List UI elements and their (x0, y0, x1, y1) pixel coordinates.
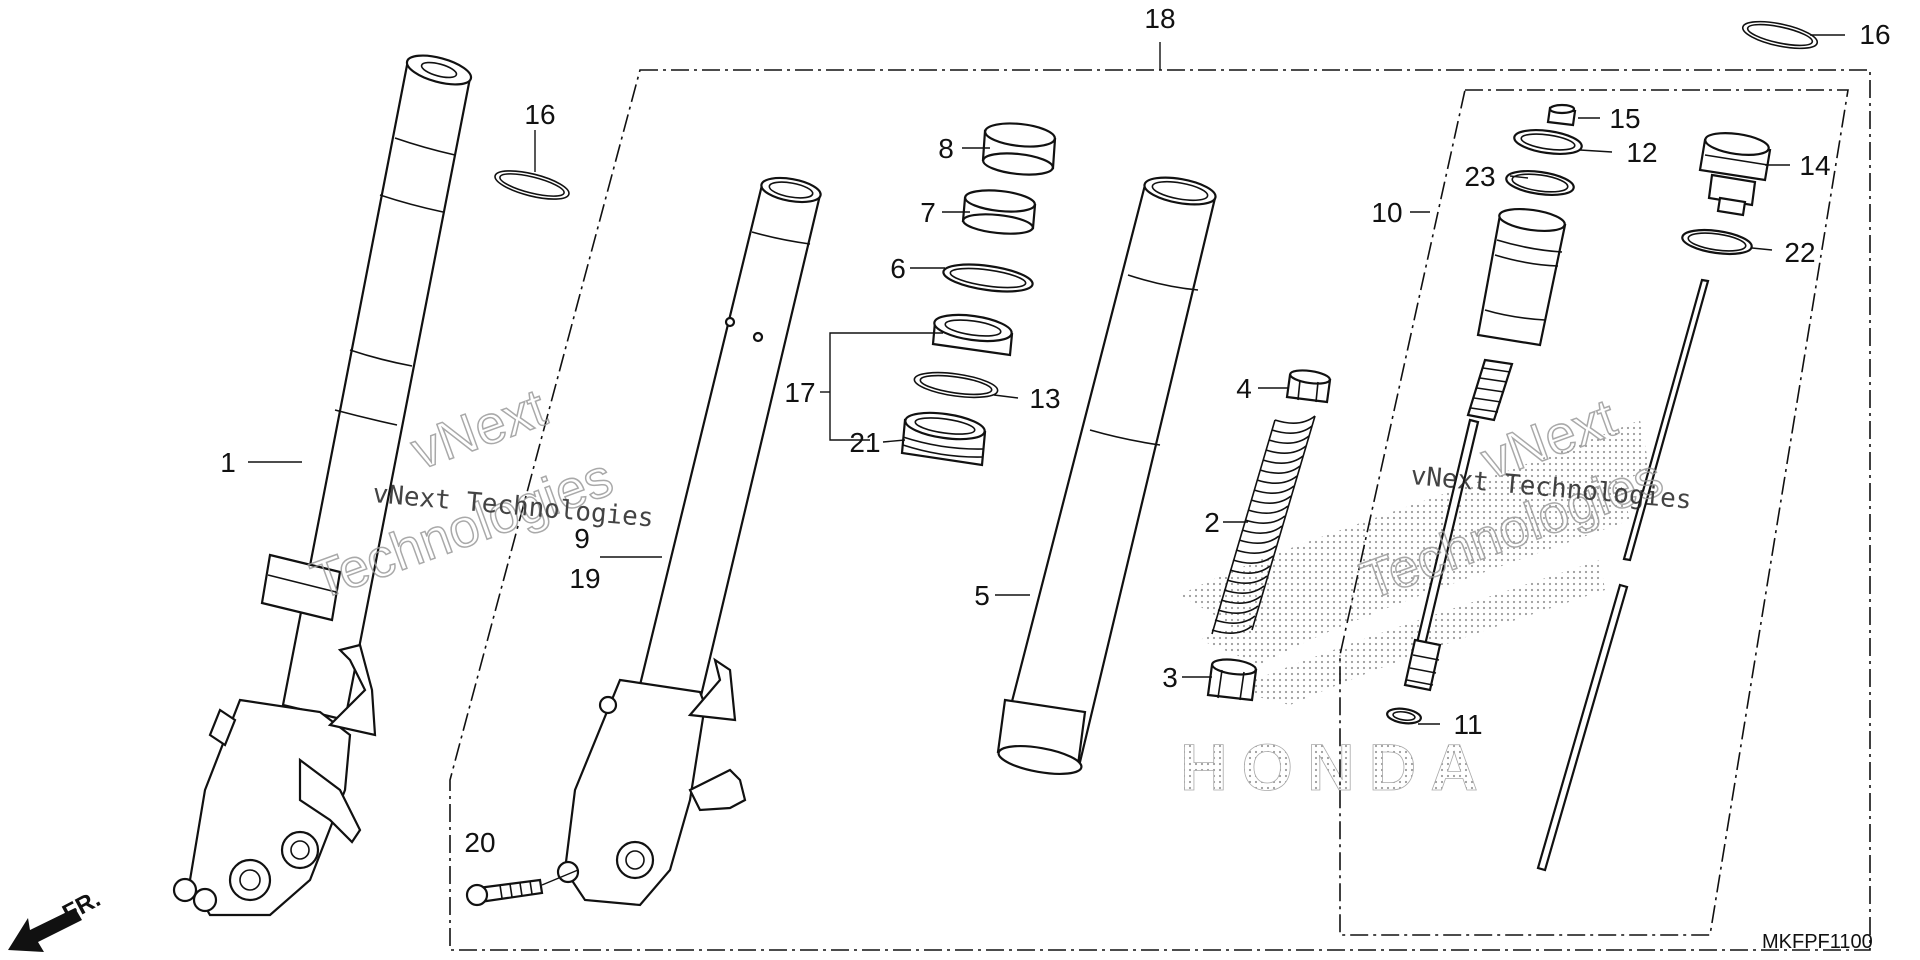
label-15: 15 (1609, 103, 1640, 134)
label-4: 4 (1236, 373, 1252, 404)
label-20: 20 (464, 827, 495, 858)
outer-tube-part-9 (556, 176, 822, 907)
watermark-word-vnext-left: vNext (404, 378, 554, 482)
back-up-ring-part-6 (942, 263, 1034, 293)
part-labels: 1 2 3 4 5 6 7 8 9 10 11 12 13 14 15 16 1… (220, 3, 1890, 858)
label-23: 23 (1464, 161, 1495, 192)
label-16-top: 16 (1859, 19, 1890, 50)
label-9: 9 (574, 523, 590, 554)
label-19: 19 (569, 563, 600, 594)
leader-13 (993, 394, 1019, 399)
arrow-icon (8, 908, 82, 952)
label-7: 7 (920, 197, 936, 228)
label-12: 12 (1626, 137, 1657, 168)
label-14: 14 (1799, 150, 1830, 181)
label-8: 8 (938, 133, 954, 164)
spring-seat-part-3 (1206, 658, 1258, 702)
damper-part-10 (1403, 207, 1567, 692)
label-2: 2 (1204, 507, 1220, 538)
honda-wing-logo: HONDA (1180, 420, 1650, 804)
oil-seal-part-17 (931, 313, 1014, 357)
label-16-left: 16 (524, 99, 555, 130)
seal-ring-part-12 (1513, 129, 1583, 155)
stopper-ring-part-13 (913, 371, 999, 399)
label-5: 5 (974, 580, 990, 611)
o-ring-part-22 (1681, 228, 1753, 256)
label-1: 1 (220, 447, 236, 478)
label-11: 11 (1453, 709, 1482, 740)
fork-bolt-part-14 (1698, 132, 1772, 217)
label-10: 10 (1371, 197, 1402, 228)
label-6: 6 (890, 253, 906, 284)
dust-seal-part-21 (900, 411, 987, 467)
nut-part-15 (1546, 103, 1577, 127)
fork-assembly-part-1 (172, 54, 473, 917)
guide-bushing-part-8 (981, 122, 1057, 176)
inner-tube-part-5 (996, 176, 1217, 775)
front-direction-arrow: FR. (8, 885, 105, 952)
label-21: 21 (849, 427, 880, 458)
label-18: 18 (1144, 3, 1175, 34)
fork-spring-part-2 (1211, 415, 1316, 635)
spring-collar-part-4 (1285, 369, 1332, 404)
circlip-part-16-top (1741, 20, 1819, 50)
label-22: 22 (1784, 237, 1815, 268)
label-3: 3 (1162, 662, 1178, 693)
label-13: 13 (1029, 383, 1060, 414)
bolt-part-20 (465, 878, 544, 907)
label-17: 17 (784, 377, 815, 408)
o-ring-part-11 (1386, 707, 1422, 725)
push-rod-parts (1536, 278, 1710, 872)
o-ring-part-23 (1505, 170, 1575, 196)
leader-17-bracket (829, 332, 943, 441)
leader-lines (248, 34, 1845, 725)
assembly-18-boundary (449, 69, 1871, 951)
slide-bushing-part-7 (961, 189, 1037, 235)
diagram-code: MKFPF1100 (1762, 931, 1873, 953)
leader-20 (541, 869, 579, 886)
honda-logo-text: HONDA (1180, 730, 1492, 804)
assembly-10-boundary (1339, 89, 1849, 936)
circlip-part-16-left (494, 170, 570, 200)
